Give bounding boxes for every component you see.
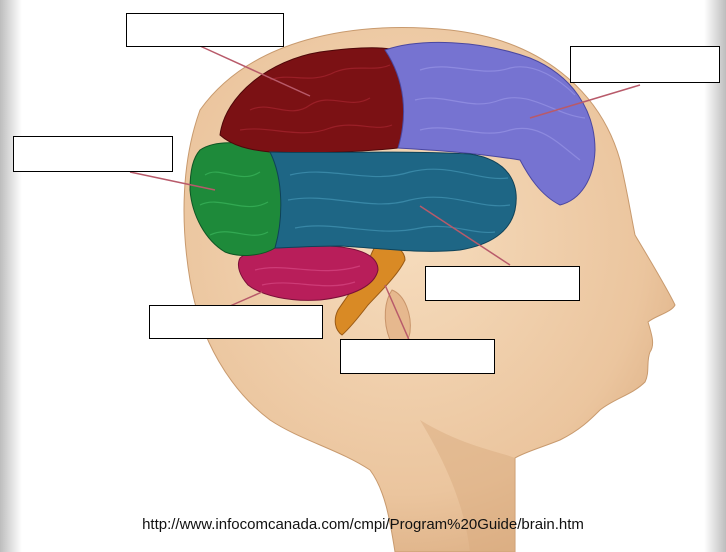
label-box-frontal[interactable] <box>126 13 284 47</box>
label-box-parietal[interactable] <box>570 46 720 83</box>
temporal-region <box>270 152 516 251</box>
source-url: http://www.infocomcanada.com/cmpi/Progra… <box>0 516 726 533</box>
label-box-brainstem[interactable] <box>340 339 495 374</box>
label-box-occipital[interactable] <box>13 136 173 172</box>
label-box-temporal[interactable] <box>425 266 580 301</box>
label-box-cerebellum[interactable] <box>149 305 323 339</box>
